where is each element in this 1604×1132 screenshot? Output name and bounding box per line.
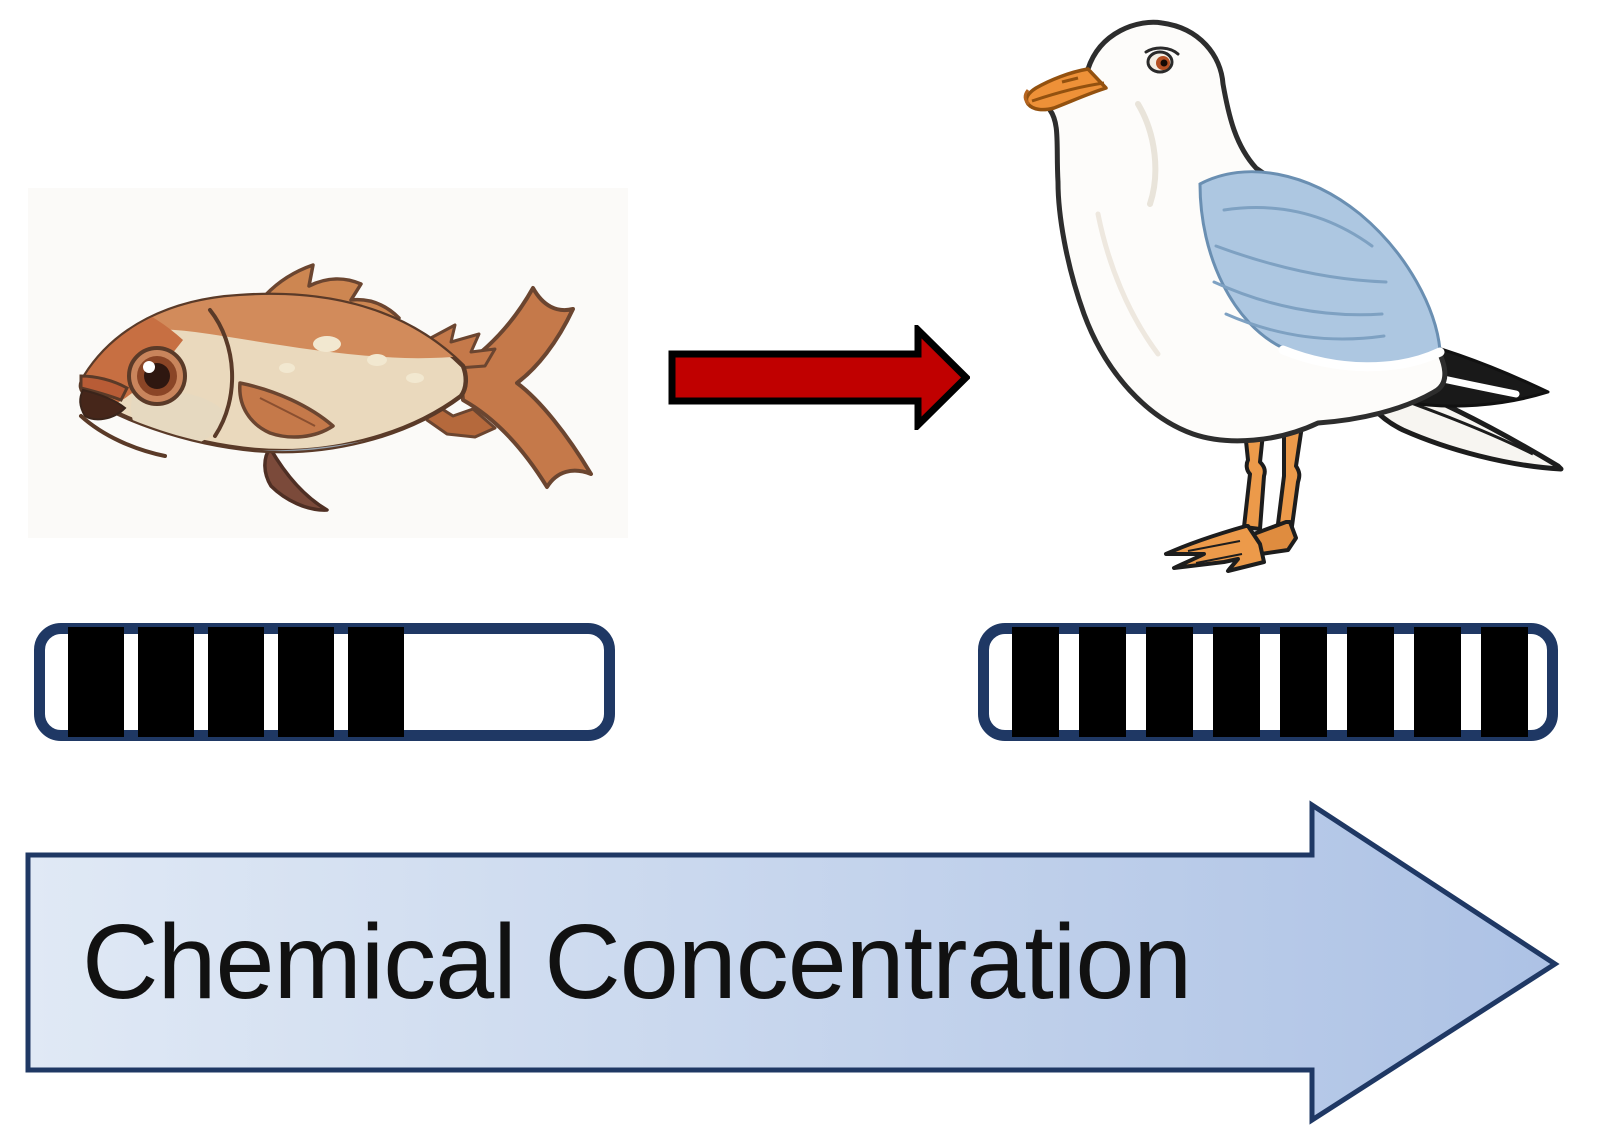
concentration-segment (278, 627, 334, 737)
concentration-segment (208, 627, 264, 737)
chemical-concentration-label: Chemical Concentration (82, 903, 1192, 1021)
concentration-segment (68, 627, 124, 737)
fish-icon (78, 263, 593, 512)
concentration-segment (1280, 627, 1327, 737)
concentration-segment (1012, 627, 1059, 737)
concentration-segment (1481, 627, 1528, 737)
concentration-segment (1347, 627, 1394, 737)
fish-concentration-bar (34, 623, 615, 741)
concentration-segment (1079, 627, 1126, 737)
concentration-segment (1414, 627, 1461, 737)
concentration-segment (1146, 627, 1193, 737)
concentration-segment (348, 627, 404, 737)
seagull-icon (1023, 19, 1564, 573)
transfer-arrow-icon (668, 325, 970, 430)
concentration-segment (1213, 627, 1260, 737)
seagull-concentration-bar (978, 623, 1558, 741)
concentration-segment (138, 627, 194, 737)
chemical-concentration-arrow (25, 800, 1560, 1125)
